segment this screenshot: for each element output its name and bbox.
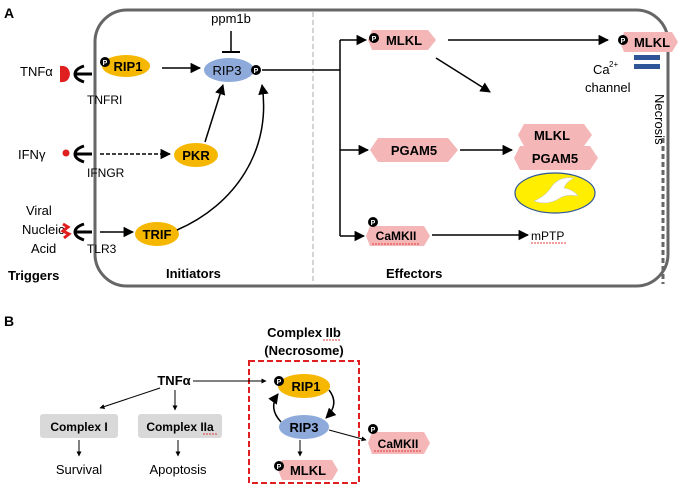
rip1-node: [102, 55, 150, 77]
arrow-trif-rip3: [176, 83, 269, 231]
complex-mlkl-node: [518, 124, 592, 146]
receptor-ifngr-label: IFNGR: [87, 166, 125, 180]
trigger-viral-line1: Viral: [26, 203, 52, 218]
receptor-tlr3-label: TLR3: [87, 242, 117, 256]
b-tnf-label: TNFα: [157, 373, 190, 388]
panel-b-label: B: [4, 313, 14, 329]
b-mlkl-label: MLKL: [290, 463, 326, 478]
mlkl-node: [368, 30, 436, 50]
rip3-node: [204, 58, 254, 82]
svg-text:P: P: [371, 220, 376, 227]
ca-channel-bar-2: [634, 64, 660, 69]
trif-node: [135, 222, 179, 246]
rip1-label: RIP1: [114, 59, 143, 74]
pkr-node: [174, 143, 218, 167]
svg-text:P: P: [254, 68, 259, 75]
b-rip3-label: RIP3: [290, 420, 319, 435]
arrow-b-rip3-rip1: [268, 393, 282, 423]
initiators-heading: Initiators: [166, 266, 221, 281]
membrane-mlkl-label: MLKL: [634, 35, 670, 50]
b-rip3-node: [279, 415, 329, 439]
arrow-b-rip1-rip3: [325, 389, 337, 419]
mptp-label: mPTP: [531, 229, 564, 243]
camkii-node: [366, 226, 430, 246]
ca-superscript: 2+: [609, 60, 618, 69]
complex-mlkl-label: MLKL: [534, 128, 570, 143]
effectors-heading: Effectors: [386, 266, 442, 281]
trif-label: TRIF: [143, 227, 172, 242]
arrow-mlkl-channel: [435, 57, 491, 93]
svg-text:P: P: [277, 464, 282, 471]
viral-nucleic-acid-icon: [60, 222, 72, 240]
b-rip1-node: [278, 374, 330, 398]
necrosis-label: Necrosis: [652, 94, 667, 145]
rip1-phospho-icon: [100, 57, 110, 67]
trigger-tnf-label: TNFα: [20, 64, 53, 79]
svg-text:P: P: [621, 38, 626, 45]
complex-iia-label: Complex IIa: [146, 420, 214, 434]
camkii-phospho-icon: [368, 217, 378, 227]
complex-i-box: [40, 414, 118, 438]
ca-label: Ca: [593, 62, 610, 77]
ifn-ligand-icon: [62, 149, 70, 157]
dove-icon: [533, 177, 579, 204]
b-camkii-node: [368, 432, 430, 454]
mlkl-label: MLKL: [386, 33, 422, 48]
pgam5-node: [370, 138, 458, 162]
panel-a-label: A: [4, 5, 14, 21]
apoptosis-label: Apoptosis: [149, 462, 207, 477]
b-rip1-phospho-icon: [274, 376, 284, 386]
camkii-label: CaMKII: [376, 229, 417, 243]
membrane-mlkl-node: [620, 32, 678, 52]
rip3-phospho-icon: [251, 65, 261, 75]
necrosome-box: [248, 360, 360, 484]
necrosome-title: (Necrosome): [264, 343, 343, 358]
trigger-viral-line3: Acid: [31, 241, 56, 256]
cell-boundary: [93, 8, 670, 288]
svg-text:P: P: [277, 379, 282, 386]
ca-channel-bar-1: [634, 55, 660, 60]
survival-label: Survival: [56, 462, 102, 477]
mlkl-phospho-icon: [369, 33, 379, 43]
arrow-pkr-rip3: [204, 83, 226, 143]
b-mlkl-node: [278, 460, 338, 480]
svg-text:P: P: [371, 427, 376, 434]
pgam5-label: PGAM5: [391, 143, 437, 158]
b-camkii-phospho-icon: [368, 424, 378, 434]
pkr-label: PKR: [182, 148, 210, 163]
b-rip1-label: RIP1: [292, 379, 321, 394]
svg-text:P: P: [372, 36, 377, 43]
triggers-heading: Triggers: [8, 268, 59, 283]
complex-iia-box: [138, 414, 222, 438]
tnf-ligand-icon: [60, 65, 70, 83]
trigger-viral-line2: Nucleic: [22, 222, 65, 237]
complex-pgam5-node: [514, 146, 598, 170]
complex-pgam5-label: PGAM5: [532, 151, 578, 166]
arrow-b-tnf-complex-i: [99, 387, 161, 409]
trigger-ifn-label: IFNγ: [18, 147, 46, 162]
ppm1b-label: ppm1b: [211, 11, 251, 26]
arrow-b-rip3-camkii: [328, 429, 367, 442]
svg-text:P: P: [103, 60, 108, 67]
b-mlkl-phospho-icon: [274, 461, 284, 471]
rip3-label: RIP3: [213, 63, 242, 78]
membrane-mlkl-phospho-icon: [618, 35, 628, 45]
channel-label: channel: [585, 80, 631, 95]
b-camkii-label: CaMKII: [378, 437, 419, 451]
complex-iib-title: Complex IIb: [267, 325, 341, 340]
complex-i-label: Complex I: [50, 420, 107, 434]
receptor-tnfri-label: TNFRI: [87, 93, 122, 107]
